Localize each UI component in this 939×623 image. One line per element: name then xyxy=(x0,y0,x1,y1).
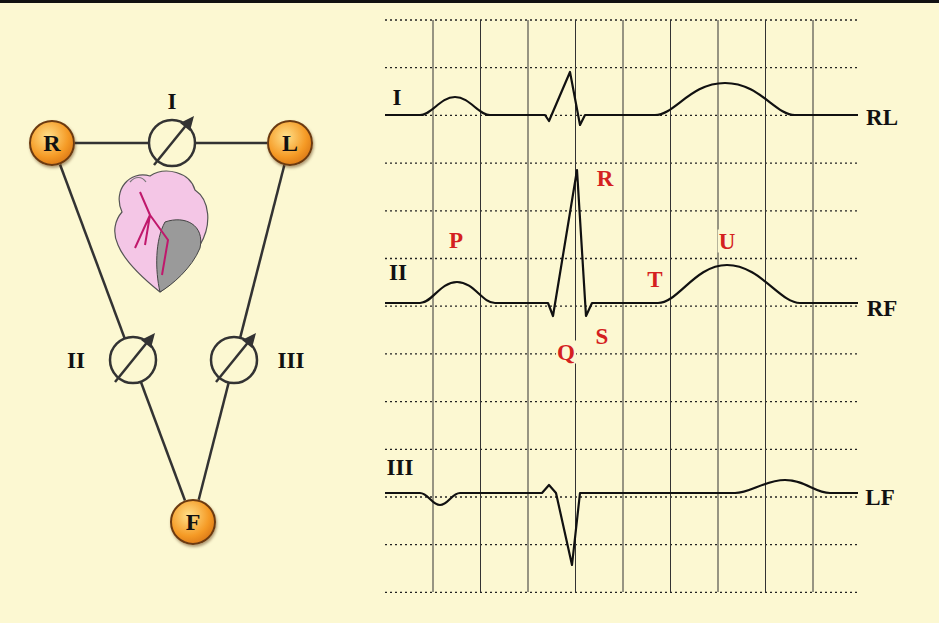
trace-lead-1 xyxy=(385,72,858,125)
electrode-label: F xyxy=(186,510,201,534)
grid-line xyxy=(718,20,719,592)
wave-label: S xyxy=(595,325,610,348)
trace-lead-2 xyxy=(385,170,858,316)
meter-arrowhead xyxy=(242,333,256,348)
meter-arrowhead xyxy=(141,333,155,348)
galvanometer-symbol xyxy=(211,333,257,383)
ecg-traces xyxy=(385,72,858,565)
meter-needle xyxy=(216,340,250,382)
electrode-node: L xyxy=(267,120,313,166)
lead-electrodes: RF xyxy=(866,297,899,320)
galvanometer-symbol xyxy=(110,333,156,383)
heart-ventricle xyxy=(157,220,201,292)
galvanometers xyxy=(110,116,257,383)
conduction-path xyxy=(135,192,168,275)
lead-name: I xyxy=(392,86,403,109)
lead-name: II xyxy=(66,349,86,372)
wave-label: Q xyxy=(556,341,576,364)
lead-wire xyxy=(199,165,285,499)
galvanometer-symbol xyxy=(149,116,195,166)
meter-needle xyxy=(154,123,188,165)
wave-label: P xyxy=(448,229,464,252)
grid-line xyxy=(623,20,624,592)
electrode-label: R xyxy=(43,131,60,155)
grid-line xyxy=(813,20,814,592)
electrode-label: L xyxy=(282,131,298,155)
lead-name: III xyxy=(277,349,306,372)
meter-arrowhead xyxy=(180,116,194,131)
wave-label: R xyxy=(596,167,615,190)
header-rule xyxy=(0,0,939,3)
lead-electrodes: LF xyxy=(864,486,895,509)
heart xyxy=(115,171,208,292)
grid-line xyxy=(433,20,434,592)
ecg-grid xyxy=(385,20,860,592)
meter-needle xyxy=(115,340,149,382)
heart-outline xyxy=(115,171,208,292)
lead-name: III xyxy=(386,456,415,479)
electrode-node: F xyxy=(170,499,216,545)
lead-electrodes: RL xyxy=(865,106,899,129)
grid-line xyxy=(480,20,481,592)
wave-label: U xyxy=(718,230,737,253)
electrode-node: R xyxy=(29,120,75,166)
grid-line xyxy=(670,20,671,592)
wave-label: T xyxy=(646,268,663,291)
lead-name: II xyxy=(388,261,408,284)
heart-vessel xyxy=(130,178,146,183)
grid-line xyxy=(765,20,766,592)
lead-name: I xyxy=(167,90,178,113)
grid-line xyxy=(528,20,529,592)
trace-lead-3 xyxy=(385,480,858,565)
